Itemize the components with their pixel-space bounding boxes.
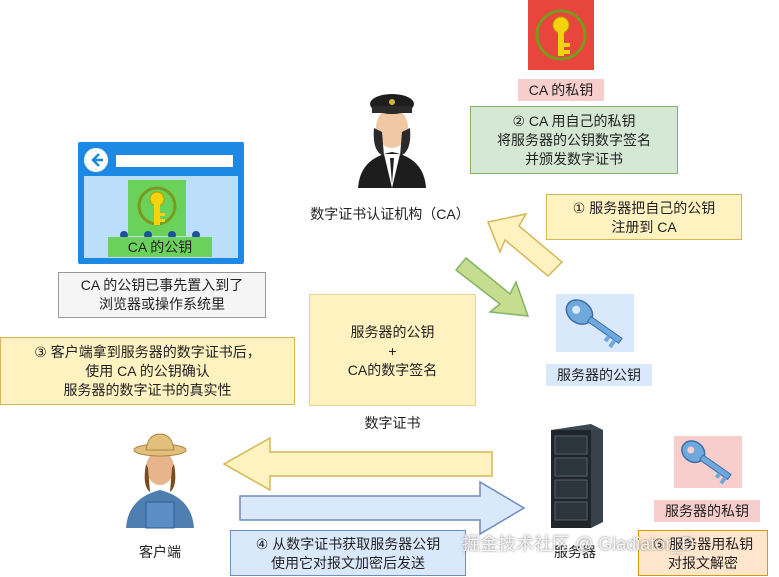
server-private-key-tile — [674, 436, 742, 488]
step2-line-1: ② CA 用自己的私钥 — [512, 113, 636, 129]
ca-public-key-label: CA 的公钥 — [108, 237, 212, 257]
server-rack-icon — [551, 424, 603, 528]
step5-box: ⑤ 服务器用私钥 对报文解密 — [638, 530, 768, 576]
step2-box: ② CA 用自己的私钥 将服务器的公钥数字签名 并颁发数字证书 — [470, 106, 678, 174]
server-label: 服务器 — [554, 544, 596, 560]
step3-line-1: ③ 客户端拿到服务器的数字证书后， — [34, 344, 261, 360]
ca-private-key-label: CA 的私钥 — [518, 79, 604, 101]
certificate-box: 服务器的公钥 + CA的数字签名 — [309, 294, 476, 406]
step3-line-3: 服务器的数字证书的真实性 — [63, 382, 232, 398]
key-icon — [137, 186, 177, 226]
browser-address-bar — [116, 155, 233, 167]
step1-line-2: 注册到 CA — [611, 219, 677, 235]
step2-line-2: 将服务器的公钥数字签名 — [497, 132, 651, 148]
ca-public-key-tile — [128, 180, 186, 236]
preinstall-note-box: CA 的公钥已事先置入到了 浏览器或操作系统里 — [58, 272, 266, 318]
server-private-key-label: 服务器的私钥 — [654, 500, 760, 522]
server-icon — [545, 422, 605, 530]
ca-private-key-tile — [528, 0, 594, 70]
back-icon — [84, 148, 108, 172]
certificate-caption: 数字证书 — [364, 415, 421, 431]
certificate-arrow — [222, 436, 493, 492]
ca-officer-avatar — [358, 94, 426, 188]
preinstall-note-line-1: CA 的公钥已事先置入到了 — [80, 277, 244, 293]
server-public-key-label: 服务器的公钥 — [546, 364, 652, 386]
issue-arrow — [454, 256, 530, 317]
step1-box: ① 服务器把自己的公钥 注册到 CA — [546, 194, 742, 240]
certificate-line-1: 服务器的公钥 — [350, 324, 435, 340]
step4-line-1: ④ 从数字证书获取服务器公钥 — [255, 536, 441, 552]
browser-window: CA 的公钥 — [78, 142, 244, 264]
client-avatar — [126, 433, 194, 529]
key-icon — [535, 9, 587, 61]
browser-dots — [120, 231, 200, 239]
certificate-line-3: CA的数字签名 — [347, 362, 438, 378]
ca-label: 数字证书认证机构（CA） — [310, 206, 470, 222]
register-arrow — [486, 212, 564, 278]
step1-line-1: ① 服务器把自己的公钥 — [572, 200, 716, 216]
step2-line-3: 并颁发数字证书 — [525, 151, 623, 167]
step5-line-1: ⑤ 服务器用私钥 — [652, 536, 754, 552]
step4-box: ④ 从数字证书获取服务器公钥 使用它对报文加密后发送 — [230, 530, 466, 576]
step5-line-2: 对报文解密 — [668, 555, 738, 571]
encrypted-message-arrow — [239, 480, 526, 536]
preinstall-note-line-2: 浏览器或操作系统里 — [99, 296, 225, 312]
server-public-key-tile — [556, 294, 634, 352]
client-label: 客户端 — [139, 544, 181, 560]
step3-line-2: 使用 CA 的公钥确认 — [85, 363, 210, 379]
watermark: 掘金技术社区 @ Gladiator_D — [462, 534, 695, 554]
step4-line-2: 使用它对报文加密后发送 — [271, 555, 425, 571]
step3-box: ③ 客户端拿到服务器的数字证书后， 使用 CA 的公钥确认 服务器的数字证书的真… — [0, 337, 295, 405]
key-icon — [681, 440, 732, 485]
certificate-line-2: + — [388, 343, 397, 359]
key-icon — [565, 299, 623, 349]
